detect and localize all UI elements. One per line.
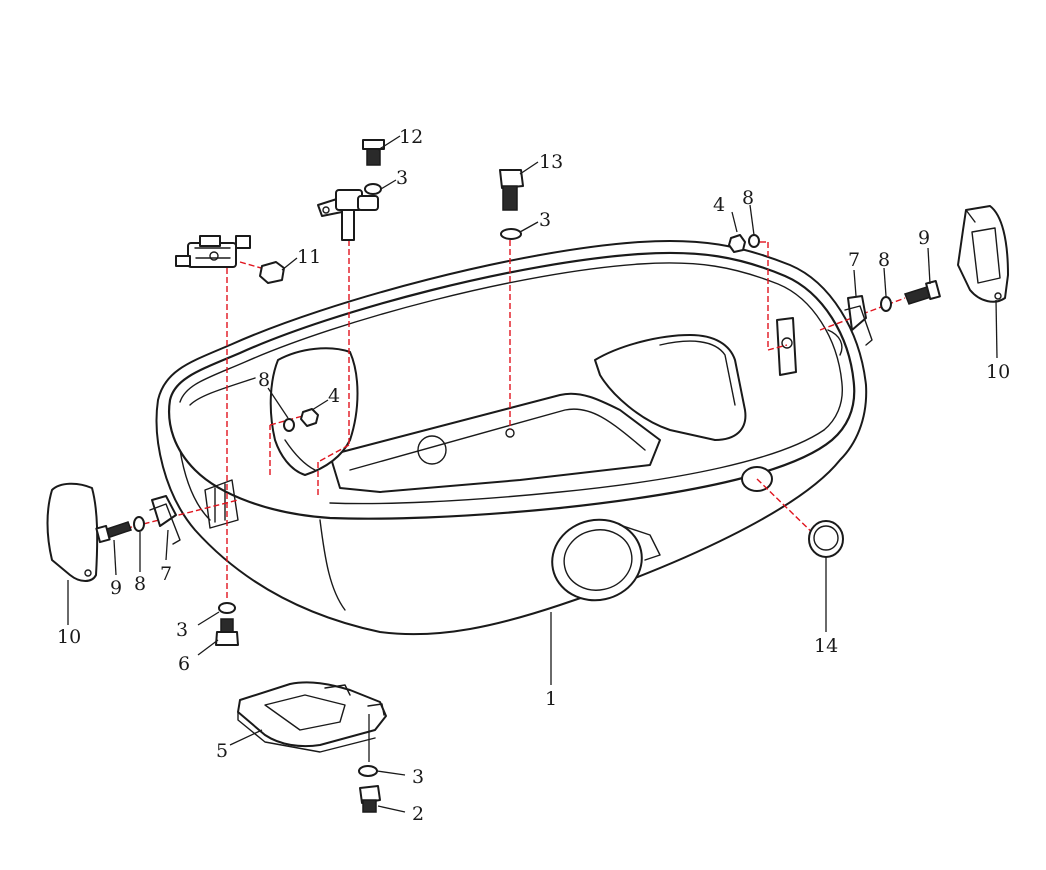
callout-4-left: 4 bbox=[328, 385, 340, 407]
washer-part-3-center bbox=[500, 228, 522, 240]
washer-part-3-left bbox=[218, 602, 236, 614]
callout-3-top: 3 bbox=[396, 167, 408, 189]
screw-part-9-left bbox=[95, 521, 132, 544]
fuel-connector-fitting bbox=[317, 189, 379, 241]
valve-assembly-part-11 bbox=[175, 235, 251, 268]
callout-1: 1 bbox=[545, 688, 557, 710]
callout-9-left: 9 bbox=[110, 577, 122, 599]
latch-cover-part-10-right bbox=[957, 205, 1009, 303]
callout-7-left: 7 bbox=[160, 563, 172, 585]
callout-3-bottom: 3 bbox=[412, 766, 424, 788]
callout-6: 6 bbox=[178, 653, 190, 675]
callout-8-right-top: 8 bbox=[742, 187, 754, 209]
callout-5: 5 bbox=[216, 740, 228, 762]
callout-8-left-bottom: 8 bbox=[134, 573, 146, 595]
leader-lines bbox=[67, 135, 998, 813]
callout-13: 13 bbox=[539, 151, 563, 173]
bracket-part-5 bbox=[237, 681, 387, 753]
plug-part-14 bbox=[808, 520, 844, 558]
callout-9-right: 9 bbox=[918, 227, 930, 249]
callout-7-right: 7 bbox=[848, 249, 860, 271]
bolt-part-2 bbox=[359, 785, 381, 813]
callout-labels: 12 3 13 3 11 4 8 7 8 9 10 8 4 10 9 8 7 3… bbox=[57, 126, 1010, 825]
washer-part-8-left bbox=[133, 516, 145, 532]
bolt-part-13 bbox=[499, 169, 524, 211]
washer-part-8-right-top bbox=[748, 234, 760, 248]
callout-12: 12 bbox=[399, 126, 423, 148]
washer-part-8-left-inner bbox=[283, 418, 295, 432]
callout-2: 2 bbox=[412, 803, 424, 825]
nut-part-11-side bbox=[259, 261, 285, 284]
lower-cowl-part-1 bbox=[155, 239, 868, 636]
latch-clip-part-7-left bbox=[149, 495, 181, 545]
bolt-part-12 bbox=[362, 139, 385, 166]
callout-8-left-inner: 8 bbox=[258, 369, 270, 391]
callout-10-left: 10 bbox=[57, 626, 81, 648]
callout-10-right: 10 bbox=[986, 361, 1010, 383]
screw-part-9-right bbox=[904, 279, 941, 305]
callout-3-center: 3 bbox=[539, 209, 551, 231]
nut-part-4-left bbox=[300, 408, 319, 427]
callout-3-left: 3 bbox=[176, 619, 188, 641]
nut-part-4-right bbox=[728, 234, 746, 253]
callout-4-right: 4 bbox=[713, 194, 725, 216]
latch-cover-part-10-left bbox=[46, 482, 99, 582]
washer-part-8-right bbox=[880, 296, 892, 312]
washer-part-3-top bbox=[364, 183, 382, 195]
callout-8-right: 8 bbox=[878, 249, 890, 271]
latch-clip-part-7-right bbox=[844, 295, 873, 346]
washer-part-3-bottom bbox=[358, 765, 378, 777]
bolt-part-6 bbox=[215, 618, 239, 646]
callout-11: 11 bbox=[297, 246, 321, 268]
callout-14: 14 bbox=[814, 635, 838, 657]
